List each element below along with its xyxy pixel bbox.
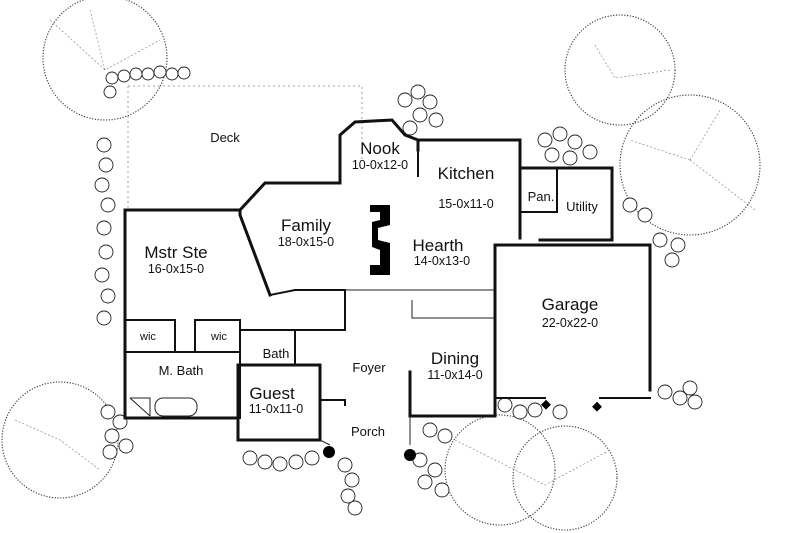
room-porch-name: Porch — [351, 424, 385, 439]
room-nook-name: Nook — [360, 139, 400, 158]
room-dining-dim: 11-0x14-0 — [427, 368, 482, 382]
landscaping — [1, 0, 761, 531]
room-kitchen-name: Kitchen — [438, 164, 495, 183]
garage-post-right — [592, 401, 602, 412]
room-labels: Deck Nook 10-0x12-0 Kitchen 15-0x11-0 Pa… — [139, 130, 598, 439]
garage-post-left — [541, 399, 551, 410]
room-wic-2-name: wic — [210, 331, 227, 343]
room-mstr-ste-dim: 16-0x15-0 — [148, 262, 204, 276]
room-garage-dim: 22-0x22-0 — [542, 316, 598, 330]
room-family-name: Family — [281, 216, 332, 235]
room-hearth-dim: 14-0x13-0 — [414, 254, 470, 268]
room-pantry-name: Pan. — [528, 189, 555, 204]
room-deck-name: Deck — [210, 130, 240, 145]
porch-post-left — [323, 446, 335, 458]
room-dining-name: Dining — [431, 349, 479, 368]
tree-top-right — [564, 14, 676, 126]
room-m-bath-name: M. Bath — [159, 363, 204, 378]
room-nook-dim: 10-0x12-0 — [352, 158, 408, 172]
tree-bottom-lines — [454, 439, 611, 486]
tree-bottom-left-lines — [14, 419, 101, 471]
walls — [123, 118, 652, 446]
shrubs — [94, 65, 703, 516]
tree-bottom-right — [512, 425, 618, 531]
room-utility-name: Utility — [566, 199, 598, 214]
room-foyer-name: Foyer — [352, 360, 386, 375]
room-hearth-name: Hearth — [412, 236, 463, 255]
tree-bottom-center — [444, 414, 556, 526]
room-wic-1-name: wic — [139, 331, 156, 343]
room-kitchen-dim: 15-0x11-0 — [438, 197, 493, 211]
room-guest-dim: 11-0x11-0 — [249, 402, 303, 416]
tree-right-lines — [629, 109, 756, 211]
tree-top-right-lines — [594, 44, 671, 79]
deck-outline — [127, 85, 363, 210]
tree-top-left-lines — [49, 9, 161, 71]
fireplace — [370, 205, 390, 275]
tree-top-left — [42, 0, 168, 121]
room-family-dim: 18-0x15-0 — [278, 235, 334, 249]
room-guest-name: Guest — [249, 384, 295, 403]
room-mstr-ste-name: Mstr Ste — [144, 243, 207, 262]
room-garage-name: Garage — [542, 295, 599, 314]
tree-right — [619, 94, 761, 236]
room-bath-name: Bath — [263, 346, 290, 361]
porch-post-right — [404, 449, 416, 461]
